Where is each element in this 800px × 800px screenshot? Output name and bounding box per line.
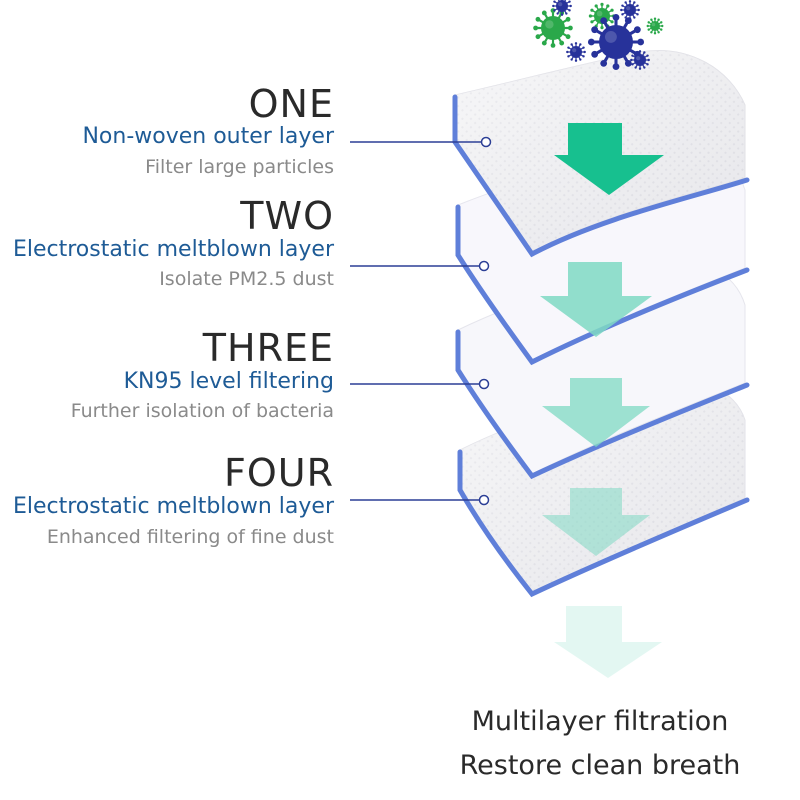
caption-line-2: Restore clean breath [459,750,741,781]
layer-three-description: Further isolation of bacteria [70,400,334,422]
layer-three-title: KN95 level filtering [123,369,334,394]
layer-two-description: Isolate PM2.5 dust [159,268,334,290]
layer-four-number: FOUR [224,451,334,495]
layer-one-description: Filter large particles [145,156,334,178]
layer-three-number: THREE [202,326,334,370]
leader-line-one [350,136,492,148]
layer-four-title: Electrostatic meltblown layer [12,494,334,519]
leader-line-four [350,494,490,506]
layer-one-title: Non-woven outer layer [82,124,334,149]
arrow-exit [554,606,662,678]
layer-two-title: Electrostatic meltblown layer [12,237,334,262]
leader-line-three [350,378,490,390]
virus-cluster-icon [533,0,664,71]
layer-two-number: TWO [240,194,334,238]
arrow-four [542,488,650,556]
layer-four-description: Enhanced filtering of fine dust [46,526,334,548]
arrow-three [542,378,650,447]
arrow-one [554,123,664,195]
layer-one-number: ONE [248,82,334,126]
leader-line-two [350,260,490,272]
arrow-two [540,262,652,337]
caption-line-1: Multilayer filtration [471,706,729,737]
